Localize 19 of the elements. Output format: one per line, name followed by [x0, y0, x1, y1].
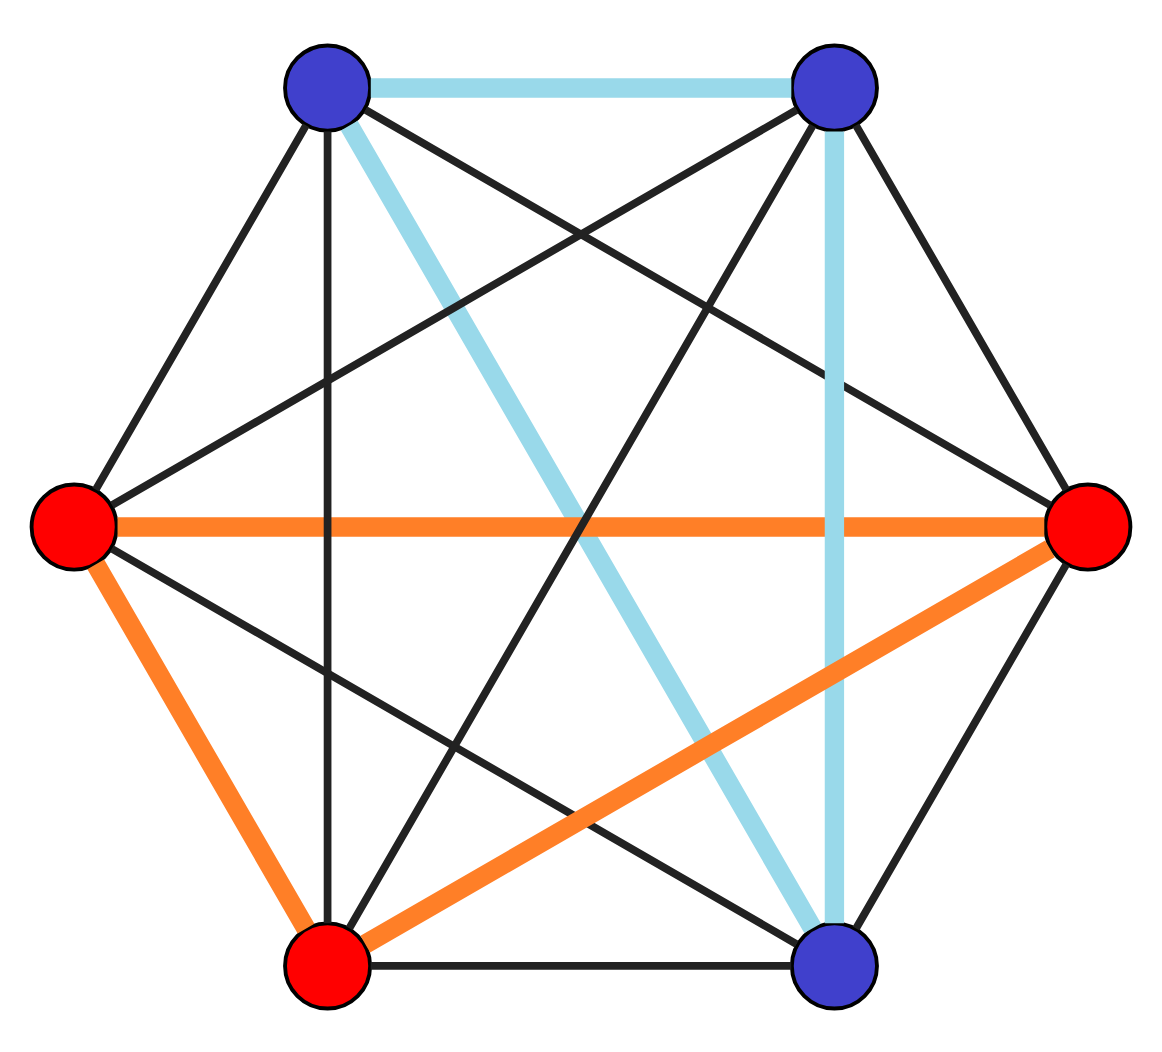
- node-circle: [29, 481, 119, 571]
- node-circle: [789, 42, 879, 132]
- connector: [109, 544, 799, 947]
- connector: [117, 516, 1045, 536]
- node-circle: [283, 42, 373, 132]
- connector: [87, 558, 315, 933]
- connector: [323, 130, 332, 923]
- node-circle: [283, 920, 373, 1010]
- node-circle: [1043, 481, 1133, 571]
- connector: [370, 961, 792, 969]
- connector: [110, 105, 799, 508]
- connector: [852, 561, 1070, 930]
- node-circle: [789, 920, 879, 1010]
- connector: [92, 122, 310, 491]
- connector: [360, 539, 1055, 952]
- connector: [824, 130, 845, 923]
- connector: [363, 105, 1053, 508]
- connector: [370, 77, 792, 97]
- connector: [852, 122, 1070, 491]
